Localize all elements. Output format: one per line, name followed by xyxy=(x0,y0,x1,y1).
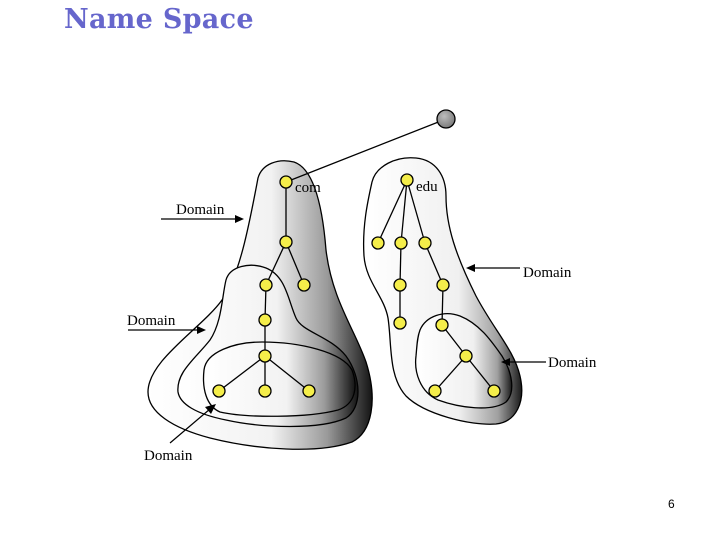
tree-node xyxy=(297,278,311,292)
tree-node xyxy=(258,384,272,398)
domain-annotation-3: Domain xyxy=(466,264,572,281)
arrowhead-icon xyxy=(197,326,206,334)
tree-node xyxy=(418,236,432,250)
tree-node xyxy=(436,278,450,292)
tree-node xyxy=(394,236,408,250)
domain-annotation-5: Domain xyxy=(144,404,216,464)
tree-node xyxy=(428,384,442,398)
tree-node xyxy=(212,384,226,398)
tree-node xyxy=(279,235,293,249)
tree-node xyxy=(259,278,273,292)
domain-annotation-2: Domain xyxy=(127,313,206,334)
com-node xyxy=(279,175,293,189)
arrowhead-icon xyxy=(235,215,244,223)
domain-label: Domain xyxy=(176,202,225,218)
page-number: 6 xyxy=(668,497,675,511)
tree-node xyxy=(393,316,407,330)
arrowhead-icon xyxy=(501,358,510,366)
domain-label: Domain xyxy=(144,448,193,464)
slide-title: Name Space xyxy=(64,4,254,35)
arrowhead-icon xyxy=(466,264,475,272)
tree-node xyxy=(393,278,407,292)
tree-node xyxy=(371,236,385,250)
tree-edges xyxy=(218,118,495,392)
arrowhead-icon xyxy=(205,404,216,414)
tree-node xyxy=(302,384,316,398)
root-node xyxy=(436,109,456,129)
domain-annotation-4: Domain xyxy=(501,355,597,371)
domain-label: Domain xyxy=(523,265,572,281)
com-subtree-nodes xyxy=(212,175,316,398)
tree-node xyxy=(258,349,272,363)
domain-annotation-1: Domain xyxy=(161,202,244,223)
tree-node xyxy=(459,349,473,363)
tree-node xyxy=(435,318,449,332)
com-label: com xyxy=(295,180,321,196)
com-leaf-domain-region xyxy=(202,341,356,417)
edu-node xyxy=(400,173,414,187)
tree-node xyxy=(487,384,501,398)
edu-subtree-nodes xyxy=(371,173,501,398)
edu-label: edu xyxy=(416,179,438,195)
domain-label: Domain xyxy=(127,313,176,329)
domain-label: Domain xyxy=(548,355,597,371)
tree-node xyxy=(258,313,272,327)
